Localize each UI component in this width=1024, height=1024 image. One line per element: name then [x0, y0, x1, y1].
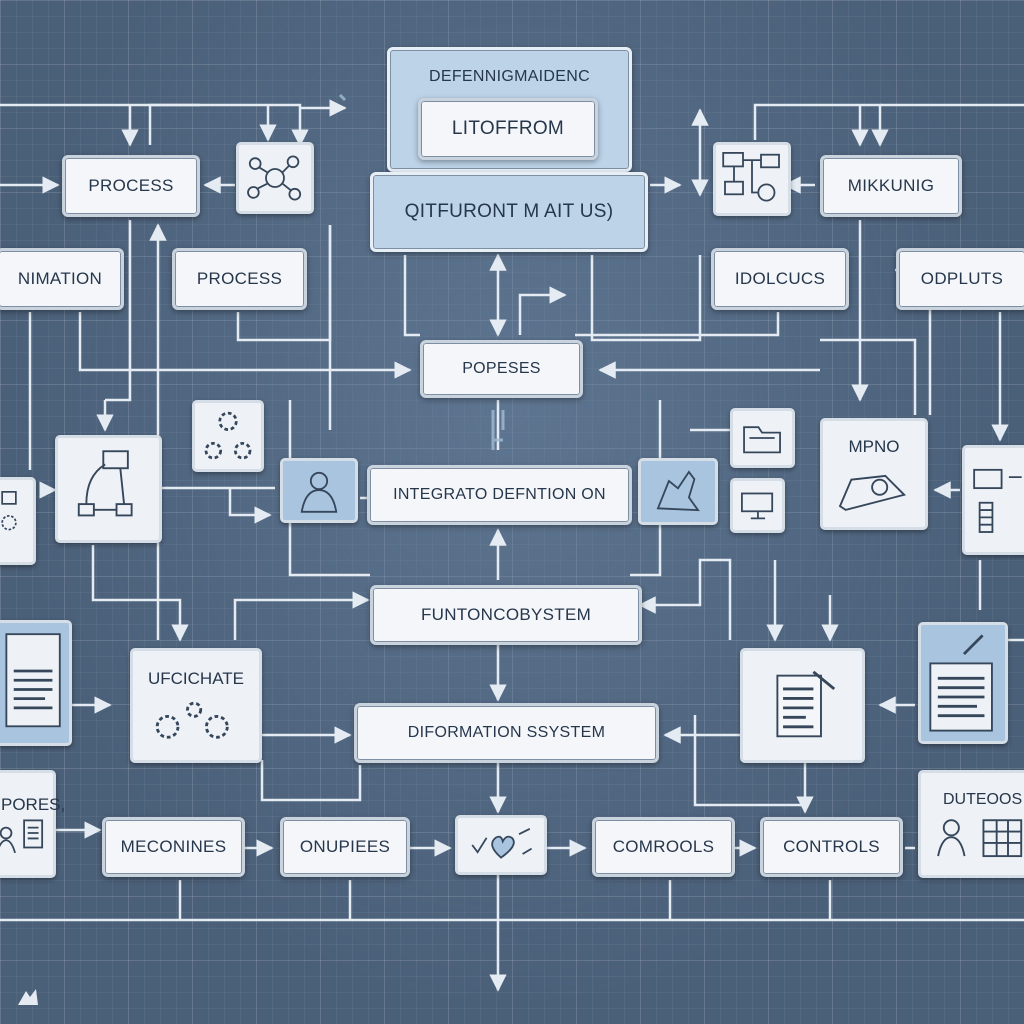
top-sub-box: QITFURONT M AIT US): [370, 172, 648, 252]
check-heart-icon: [471, 827, 533, 859]
top-sub-label: QITFURONT M AIT US): [404, 201, 614, 222]
pores-label: PORES,: [1, 795, 66, 814]
animal-panel: [638, 458, 718, 525]
gear-icon: [1, 491, 17, 531]
person-panel: [280, 458, 358, 523]
funtonco-label: FUNTONCOBYSTEM: [420, 605, 592, 624]
controls-box: CONTROLS: [760, 817, 903, 877]
person-chart-icon: [0, 819, 44, 854]
ufcichate-panel: UFCICHATE: [130, 648, 262, 763]
nimation-box: NIMATION: [0, 248, 124, 310]
nimation-label: NIMATION: [17, 269, 103, 288]
document-pencil-panel: [740, 648, 865, 763]
process-label-2: PROCESS: [196, 269, 283, 288]
document-edit-panel: [918, 622, 1008, 744]
process-label-1: PROCESS: [88, 176, 174, 195]
funtonco-box: FUNTONCOBYSTEM: [370, 585, 642, 645]
gears-icon: [204, 411, 252, 460]
document-list-icon: [5, 633, 61, 728]
document-pencil-icon: [776, 670, 836, 738]
devices-panel: [713, 142, 791, 216]
odpluts-label: ODPLUTS: [920, 269, 1004, 288]
check-heart-panel: [455, 815, 547, 875]
devices-network-icon: [722, 151, 780, 202]
process-box-2: PROCESS: [172, 248, 307, 310]
integrato-label: INTEGRATO DEFNTION ON: [393, 486, 606, 503]
form-panel: [962, 445, 1024, 555]
mikkunig-box: MIKKUNIG: [820, 155, 962, 217]
diformation-box: DIFORMATION SSYSTEM: [354, 703, 659, 763]
mikkunig-label: MIKKUNIG: [847, 176, 935, 195]
meconines-box: MECONINES: [102, 817, 245, 877]
logo-icon: [18, 989, 38, 1005]
pores-panel: PORES,: [0, 770, 65, 878]
form-icon: [973, 468, 1022, 533]
gear-left-panel: [0, 477, 36, 565]
process-box-1: PROCESS: [62, 155, 200, 217]
top-inner-box: LITOFFROM: [418, 98, 598, 160]
comrools-label: COMROOLS: [612, 837, 715, 856]
folder-icon: [743, 426, 781, 454]
gears-panel: [192, 400, 264, 472]
popeses-label: POPESES: [462, 360, 541, 377]
drawing-icon: [838, 474, 907, 511]
flowchart-panel: [55, 435, 162, 543]
mpno-panel: MPNO: [820, 418, 928, 530]
duteoos-panel: DUTEOOS: [918, 770, 1024, 878]
person-chart-icon: [937, 819, 1023, 858]
ufcichate-label: UFCICHATE: [147, 669, 244, 688]
flowchart-icon: [77, 450, 133, 517]
integrato-box: INTEGRATO DEFNTION ON: [367, 465, 632, 525]
odpluts-box: ODPLUTS: [896, 248, 1024, 310]
duteoos-label: DUTEOOS: [943, 791, 1023, 808]
person-icon: [300, 471, 338, 513]
document-edit-icon: [929, 634, 993, 732]
controls-label: CONTROLS: [783, 837, 880, 856]
diformation-label: DIFORMATION SSYSTEM: [407, 724, 606, 741]
network-nodes-icon: [247, 155, 302, 201]
idolcucs-label: IDOLCUCS: [734, 269, 826, 288]
popeses-box: POPESES: [420, 340, 583, 398]
top-title-label: DEFENNIGMAIDENC: [429, 68, 590, 85]
network-nodes-panel: [236, 142, 314, 214]
top-inner-label: LITOFFROM: [451, 118, 565, 139]
meconines-label: MECONINES: [120, 837, 227, 856]
comrools-box: COMROOLS: [592, 817, 735, 877]
document-list-panel: [0, 620, 72, 746]
idolcucs-box: IDOLCUCS: [711, 248, 849, 310]
mpno-label: MPNO: [848, 437, 900, 456]
monitor-icon: [741, 492, 774, 520]
onupiees-box: ONUPIEES: [280, 817, 410, 877]
gears-pair-icon: [155, 701, 229, 739]
animal-icon: [656, 470, 700, 512]
monitor-panel: [730, 478, 785, 533]
onupiees-label: ONUPIEES: [299, 837, 391, 856]
folder-panel: [730, 408, 795, 468]
